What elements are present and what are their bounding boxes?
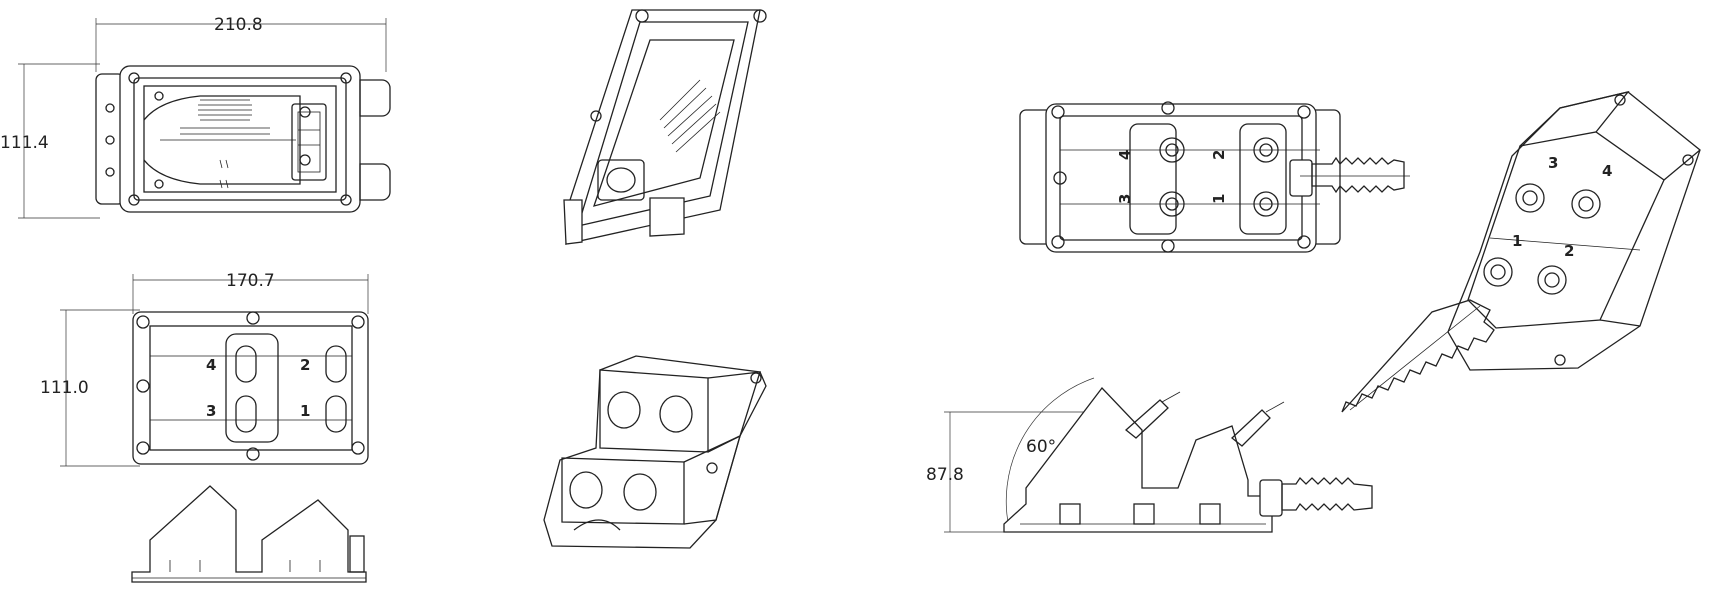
angle-label: 60° [1026, 437, 1056, 457]
gland-top-view: 4 2 3 1 [1019, 101, 1410, 253]
iso-base-view [543, 355, 767, 549]
iso-label-a: 3 [1548, 154, 1558, 172]
port-label-c: 3 [206, 402, 216, 420]
dim-mid-height: 111.0 [40, 378, 89, 398]
base-top-view: 170.7 111.0 4 2 3 1 [40, 271, 369, 467]
side-profile-view [131, 485, 367, 583]
port-label-d: 1 [300, 402, 310, 420]
gland-label-d: 1 [1210, 194, 1228, 204]
port-label-b: 2 [300, 356, 310, 374]
gland-label-c: 3 [1116, 194, 1134, 204]
port-label-a: 4 [206, 356, 216, 374]
iso-label-c: 1 [1512, 232, 1522, 250]
top-view: 210.8 111.4 [0, 15, 391, 219]
dim-top-width: 210.8 [214, 15, 263, 35]
iso-open-view [563, 9, 767, 245]
gland-label-b: 2 [1210, 150, 1228, 160]
dim-top-height: 111.4 [0, 133, 49, 153]
dim-side-height: 87.8 [926, 465, 964, 485]
gland-label-a: 4 [1116, 150, 1134, 160]
dim-mid-width: 170.7 [226, 271, 275, 291]
iso-label-b: 4 [1602, 162, 1612, 180]
gland-side-view: 87.8 60° [926, 377, 1373, 533]
iso-label-d: 2 [1564, 242, 1574, 260]
iso-gland-view: 3 4 1 2 [1341, 90, 1701, 413]
